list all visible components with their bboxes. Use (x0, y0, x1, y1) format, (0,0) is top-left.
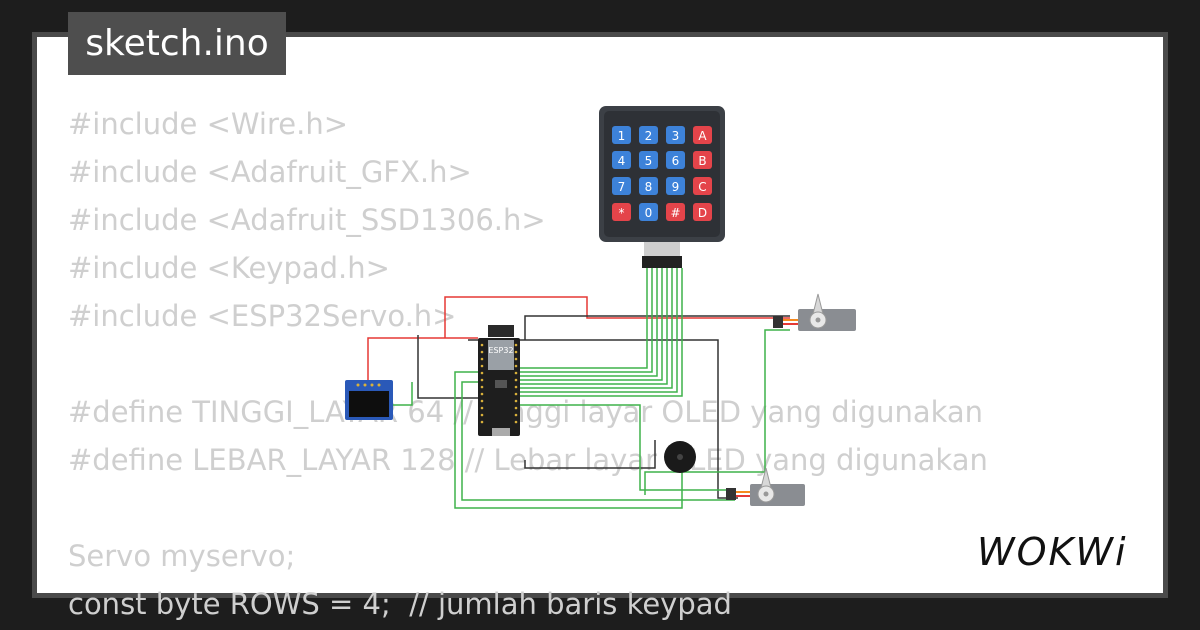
code-line: Servo myservo; (68, 539, 296, 573)
keypad-key-star[interactable] (612, 203, 631, 221)
keypad-key-label: 7 (618, 180, 626, 194)
keypad-key-label: 3 (672, 129, 680, 143)
keypad-key-label: D (698, 206, 707, 220)
keypad-keys: 1 2 3 A 4 5 6 B 7 8 9 C * 0 (612, 126, 712, 221)
keypad-key-c[interactable] (693, 177, 712, 195)
keypad-key-label: 6 (672, 154, 680, 168)
keypad-key-b[interactable] (693, 151, 712, 169)
code-line: #include <Wire.h> (68, 107, 349, 141)
keypad-key-1[interactable] (612, 126, 631, 144)
code-line: #define LEBAR_LAYAR 128 // Lebar layar O… (68, 443, 988, 477)
keypad-key-label: * (619, 206, 625, 220)
keypad-key-0[interactable] (639, 203, 658, 221)
code-line: #include <Keypad.h> (68, 251, 390, 285)
code-editor: #include <Wire.h> #include <Adafruit_GFX… (68, 100, 988, 628)
code-line: #include <Adafruit_GFX.h> (68, 155, 472, 189)
code-line: #include <ESP32Servo.h> (68, 299, 457, 333)
keypad-key-label: # (670, 206, 680, 220)
file-tab[interactable]: sketch.ino (68, 12, 286, 75)
wokwi-logo-text: WOKWi (977, 530, 1128, 574)
wires (345, 268, 790, 509)
keypad-key-3[interactable] (666, 126, 685, 144)
esp32-label: ESP32 (488, 346, 513, 355)
keypad-key-label: 2 (645, 129, 653, 143)
keypad-4x4: 1 2 3 A 4 5 6 B 7 8 9 C * 0 (599, 106, 725, 268)
oled-display[interactable] (345, 380, 393, 420)
esp32-board[interactable]: ESP32 (478, 325, 520, 436)
servo-top[interactable] (773, 293, 856, 331)
keypad-key-label: 8 (645, 180, 653, 194)
keypad-key-d[interactable] (693, 203, 712, 221)
servo-bottom[interactable] (726, 467, 805, 506)
code-line: #include <Adafruit_SSD1306.h> (68, 203, 546, 237)
keypad-key-hash[interactable] (666, 203, 685, 221)
code-line: const byte ROWS = 4; // jumlah baris key… (68, 587, 732, 621)
keypad-key-label: 4 (618, 154, 626, 168)
keypad-key-label: B (698, 154, 706, 168)
keypad-key-label: 0 (645, 206, 653, 220)
keypad-key-5[interactable] (639, 151, 658, 169)
keypad-key-a[interactable] (693, 126, 712, 144)
keypad-key-label: 1 (618, 129, 626, 143)
wokwi-logo: WOKWi (977, 530, 1128, 574)
keypad-key-label: A (698, 129, 707, 143)
keypad-key-2[interactable] (639, 126, 658, 144)
keypad-key-9[interactable] (666, 177, 685, 195)
keypad-key-label: C (698, 180, 706, 194)
keypad-key-4[interactable] (612, 151, 631, 169)
buzzer[interactable] (664, 441, 696, 473)
keypad-key-6[interactable] (666, 151, 685, 169)
keypad-key-label: 5 (645, 154, 653, 168)
keypad-key-8[interactable] (639, 177, 658, 195)
keypad-key-7[interactable] (612, 177, 631, 195)
keypad-key-label: 9 (672, 180, 680, 194)
